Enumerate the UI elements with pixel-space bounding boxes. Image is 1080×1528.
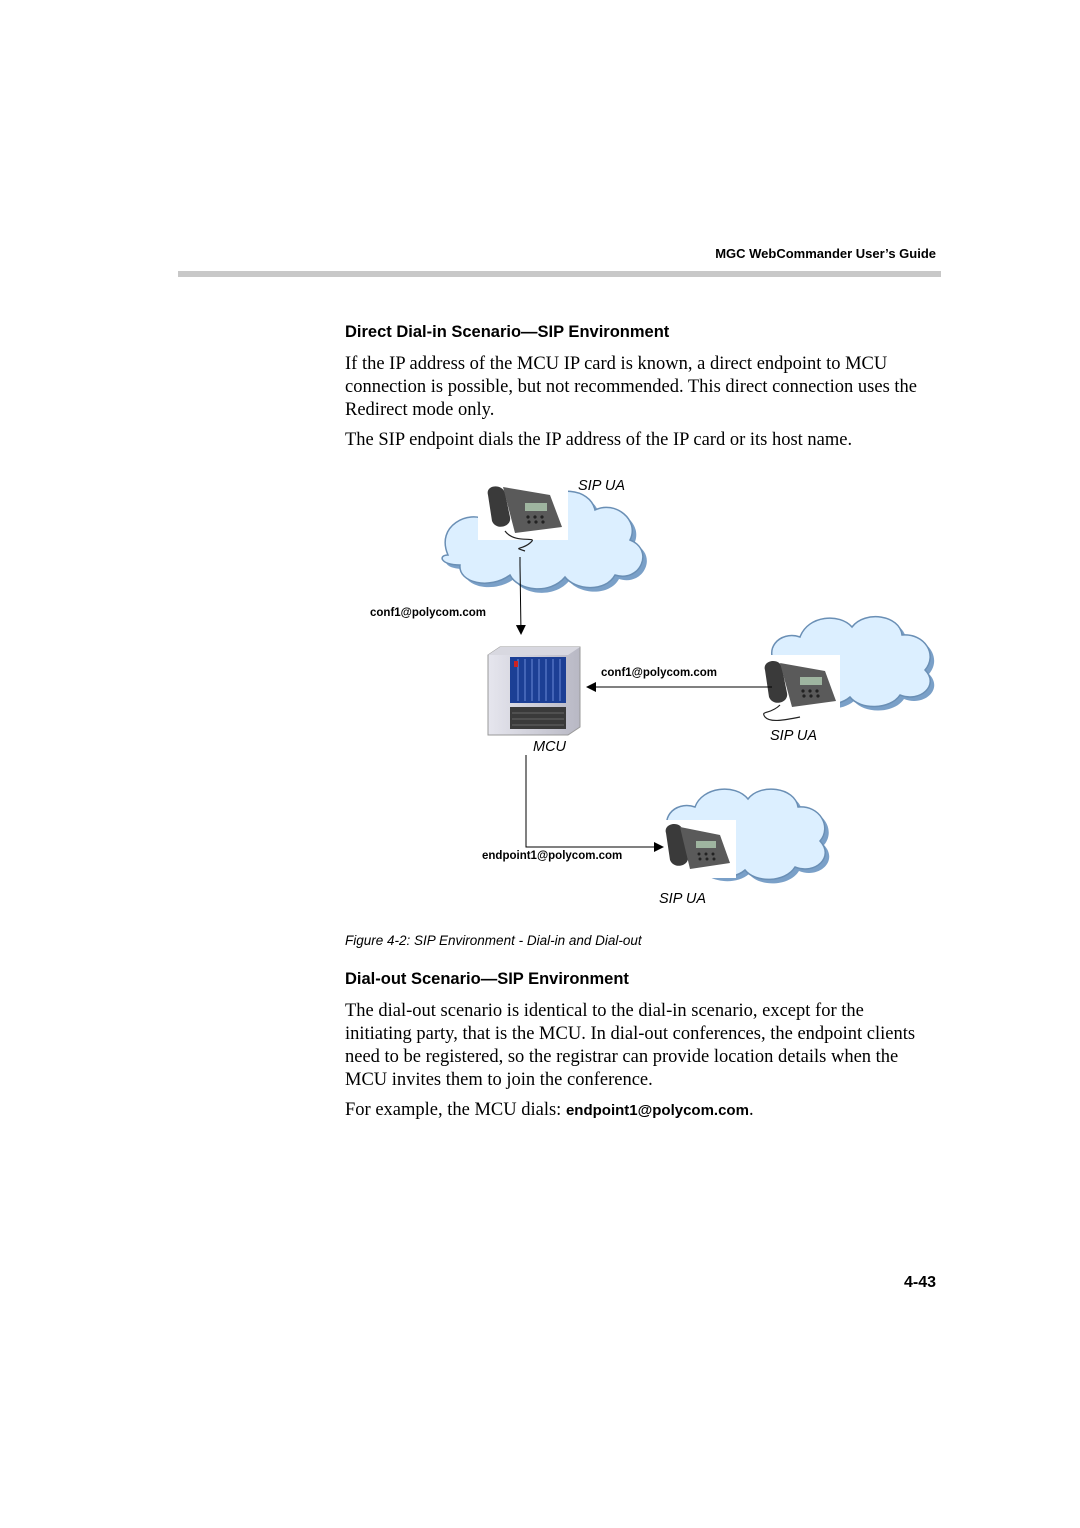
section-heading-dial-in: Direct Dial-in Scenario—SIP Environment — [345, 323, 670, 341]
paragraph-line: Redirect mode only. — [345, 400, 495, 420]
arrow-mcu-to-bottom — [525, 755, 664, 852]
section-heading-dial-out: Dial-out Scenario—SIP Environment — [345, 970, 629, 988]
address-label-bottom: endpoint1@polycom.com — [482, 850, 623, 862]
phone-top-icon — [478, 480, 568, 552]
page-number: 4-43 — [903, 1274, 936, 1291]
running-header: MGC WebCommander User’s Guide — [715, 246, 936, 261]
mcu-device-icon — [487, 646, 581, 736]
paragraph-line: MCU invites them to join the conference. — [345, 1070, 653, 1090]
paragraph-line: The dial-out scenario is identical to th… — [345, 1001, 864, 1021]
address-label-top: conf1@polycom.com — [370, 607, 487, 619]
header-rule — [178, 271, 941, 277]
paragraph-sip-dials: The SIP endpoint dials the IP address of… — [345, 430, 853, 450]
paragraph-line: If the IP address of the MCU IP card is … — [345, 354, 888, 374]
example-prefix: For example, the MCU dials: — [345, 1100, 566, 1120]
paragraph-line: connection is possible, but not recommen… — [345, 377, 918, 397]
sip-ua-label-bottom: SIP UA — [659, 891, 707, 907]
example-address: endpoint1@polycom.com — [565, 1102, 749, 1119]
example-suffix: . — [748, 1100, 754, 1120]
paragraph-line: initiating party, that is the MCU. In di… — [345, 1024, 916, 1044]
phone-right-icon — [755, 655, 840, 723]
arrow-top-to-mcu — [515, 557, 526, 635]
paragraph-line: need to be registered, so the registrar … — [345, 1047, 899, 1067]
sip-ua-label-right: SIP UA — [770, 728, 818, 744]
paragraph-example: For example, the MCU dials: endpoint1@po… — [345, 1099, 945, 1122]
figure-caption: Figure 4-2: SIP Environment - Dial-in an… — [345, 933, 642, 948]
paragraph-dial-out: The dial-out scenario is identical to th… — [345, 1000, 945, 1092]
address-label-right: conf1@polycom.com — [601, 667, 718, 679]
sip-ua-label-top: SIP UA — [578, 478, 626, 494]
mcu-label: MCU — [533, 739, 567, 755]
sip-environment-diagram: SIP UA conf1@polycom.com conf1@polycom.c… — [340, 465, 940, 915]
paragraph-direct-connection: If the IP address of the MCU IP card is … — [345, 353, 945, 422]
phone-bottom-icon — [658, 820, 736, 878]
